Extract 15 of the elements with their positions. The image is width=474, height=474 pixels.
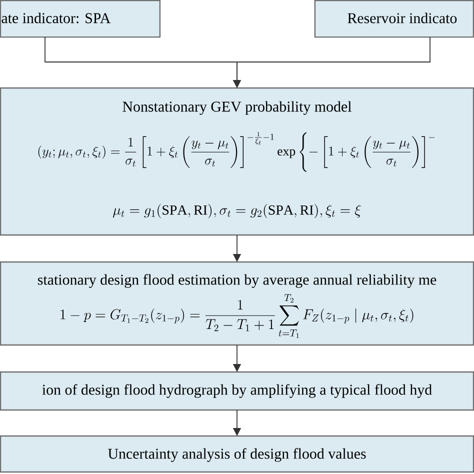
box-label: Reservoir indicato (348, 12, 457, 24)
process-box (0, 87, 474, 236)
process-box (0, 371, 474, 411)
box-label: ate indicator: SPA (2, 12, 111, 24)
process-box (0, 435, 474, 473)
box-label: ion of design flood hydrograph by amplifying a typical flood hyd (42, 384, 432, 398)
process-box (0, 261, 474, 346)
box-label: stationary design flood estimation by average annual reliability me (38, 274, 436, 288)
formula: $1-p=G_{T_1-T_2}(z_{1-p})=\frac{1}{T_2-T_1+1}\sum_{t=T_1}^{T_2}F_Z(z_{1-p}\mid\mu_t,\sigma_t,\xi_t)$ (60, 294, 414, 338)
box-label: Uncertainty analysis of design flood values (108, 448, 366, 462)
box-label: Nonstationary GEV probability model (122, 101, 352, 115)
formula: $\left(y_t;\mu_t,\sigma_t,\xi_t\right)=\frac{1}{\sigma_t}\left[1+\xi_t\left(\frac{y_t-\mu_t}{\sigma_t}\right)\right]^{-\frac{1}{\xi_t}-1}\exp\left\{-\left[1+\xi_t\left(\frac{y_t-\mu_t}{\sigma_t}\right)\right]^{-}\right.$ (38, 132, 435, 172)
formula: $\mu_t=g_1(\mathrm{SPA},\mathrm{RI}),\sigma_t=g_2(\mathrm{SPA},\mathrm{RI}),\xi_t=\xi$ (112, 204, 361, 218)
process-box (0, 0, 161, 38)
process-box (314, 0, 474, 38)
